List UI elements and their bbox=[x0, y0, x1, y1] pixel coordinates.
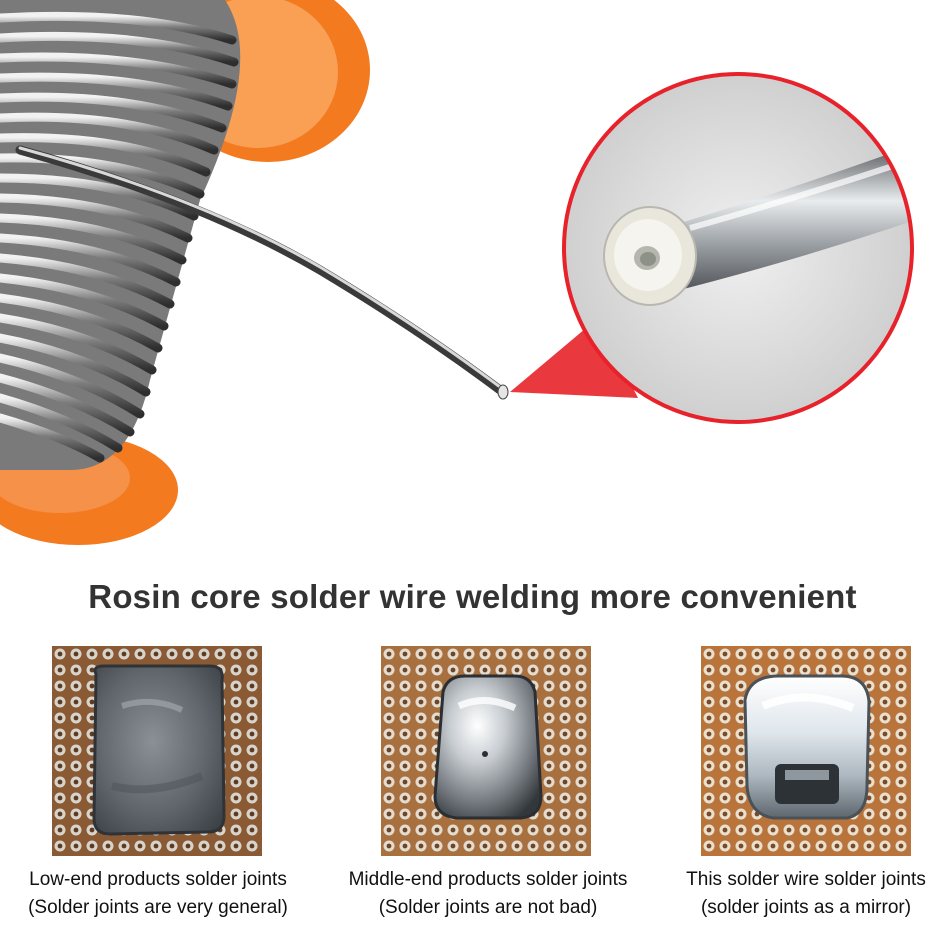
solder-joint-photo-this-product bbox=[701, 646, 911, 856]
caption-title: Low-end products solder joints bbox=[29, 869, 287, 890]
caption-low-end: Low-end products solder joints (Solder j… bbox=[0, 866, 318, 922]
wire-coils bbox=[0, 0, 241, 470]
caption-title: Middle-end products solder joints bbox=[348, 869, 628, 890]
caption-this-product: This solder wire solder joints (solder j… bbox=[646, 866, 945, 922]
loose-wire bbox=[15, 145, 509, 400]
caption-note: (Solder joints are very general) bbox=[28, 897, 288, 918]
caption-title: This solder wire solder joints bbox=[686, 869, 926, 890]
caption-note: (solder joints as a mirror) bbox=[700, 897, 912, 918]
magnified-wire-tip bbox=[562, 72, 914, 424]
headline: Rosin core solder wire welding more conv… bbox=[88, 578, 857, 615]
solder-spool-photo bbox=[0, 0, 914, 545]
caption-note: (Solder joints are not bad) bbox=[378, 897, 598, 918]
solder-joint-photo-middle-end bbox=[381, 646, 591, 856]
caption-middle-end: Middle-end products solder joints (Solde… bbox=[328, 866, 648, 922]
solder-joint-photo-low-end bbox=[52, 646, 262, 856]
